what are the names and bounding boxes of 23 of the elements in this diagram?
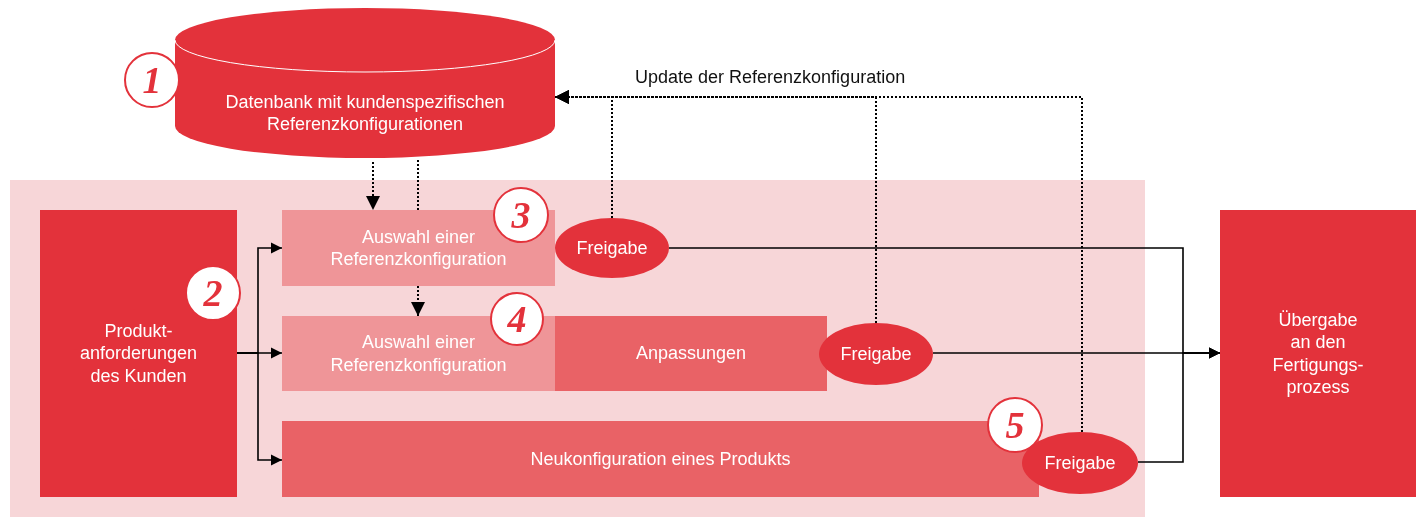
node-text: Produkt- anforderungen des Kunden bbox=[78, 319, 199, 388]
arrow bbox=[411, 285, 425, 317]
arrow bbox=[1137, 347, 1221, 463]
arrow bbox=[554, 90, 1083, 433]
handover-box bbox=[1220, 210, 1416, 497]
release-ellipse bbox=[1022, 432, 1138, 494]
node-text: Freigabe bbox=[840, 342, 912, 366]
release-ellipse bbox=[819, 323, 933, 385]
node-text: Anpassungen bbox=[634, 342, 748, 365]
arrow bbox=[366, 161, 380, 211]
node-text: Neukonfiguration eines Produkts bbox=[529, 447, 792, 471]
process-box bbox=[555, 316, 827, 391]
node-text: Freigabe bbox=[1044, 451, 1116, 475]
requirements-box bbox=[40, 210, 237, 497]
database-cylinder bbox=[175, 8, 555, 158]
callout-number: 1 bbox=[124, 52, 180, 108]
node-text: Übergabe an den Fertigungs- prozess bbox=[1271, 308, 1365, 399]
update-note: Update der Referenzkonfiguration bbox=[635, 67, 906, 88]
release-ellipse bbox=[555, 218, 669, 278]
node-text: Datenbank mit kundenspezifischen Referenzkonfigurationen bbox=[224, 90, 506, 136]
arrow bbox=[236, 352, 283, 466]
process-area-band bbox=[10, 180, 1145, 517]
node-text: Freigabe bbox=[576, 236, 648, 260]
